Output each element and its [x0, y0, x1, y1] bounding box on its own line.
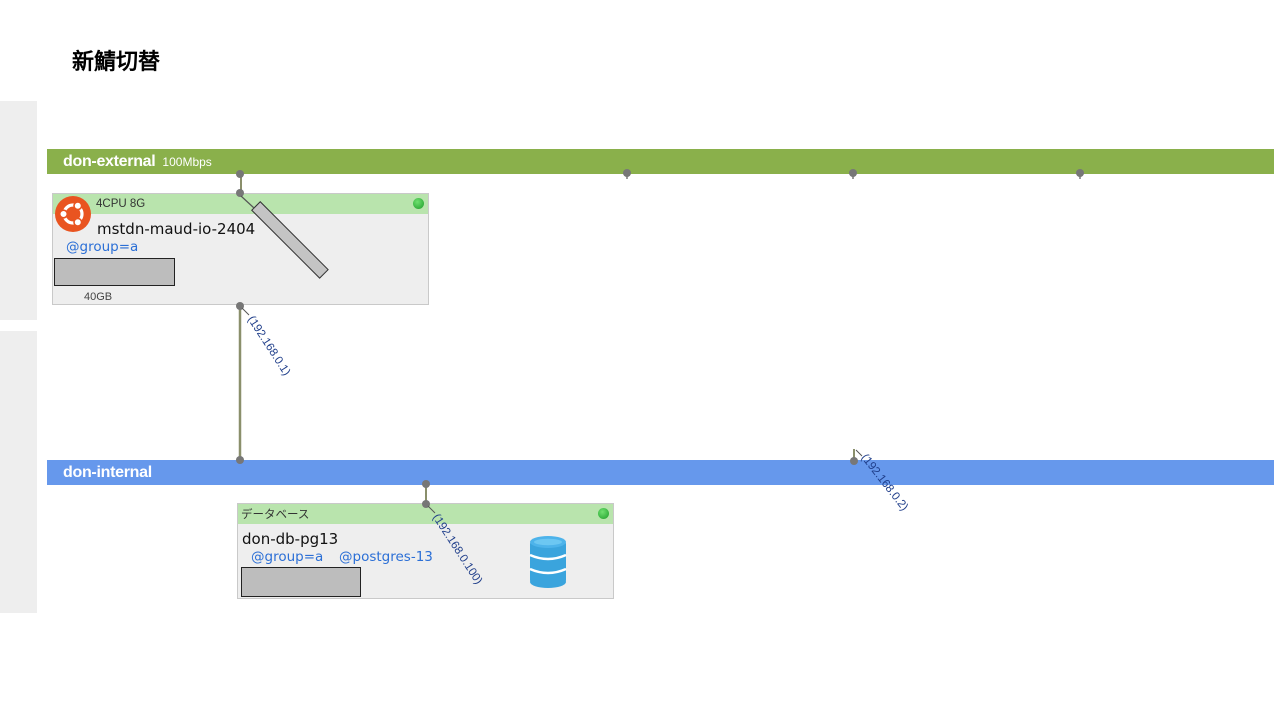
server-header-db: データベース	[238, 504, 613, 524]
network-name-internal: don-internal	[63, 463, 152, 481]
ip-leader	[427, 505, 436, 514]
side-panel-top	[0, 101, 37, 320]
server-name[interactable]: mstdn-maud-io-2404	[97, 220, 256, 238]
ubuntu-icon	[54, 195, 92, 233]
server-spec: 4CPU 8G	[96, 198, 146, 210]
server-node-db[interactable]: データベース don-db-pg13 @group=a @postgres-13	[237, 503, 614, 599]
port	[849, 169, 857, 177]
disk-size: 40GB	[84, 291, 113, 303]
link-bar	[251, 201, 329, 279]
server-header-web: 4CPU 8G	[53, 194, 428, 214]
ip-leader	[855, 449, 863, 457]
network-name-external: don-external	[63, 152, 156, 170]
port	[1076, 169, 1084, 177]
server-name[interactable]: don-db-pg13	[242, 530, 339, 548]
ip-leader	[241, 307, 250, 316]
network-bar-external[interactable]: don-external 100Mbps	[47, 149, 1274, 174]
network-bar-internal[interactable]: don-internal	[47, 460, 1274, 485]
server-label: データベース	[241, 509, 310, 521]
port	[236, 456, 244, 464]
network-bandwidth: 100Mbps	[162, 154, 212, 169]
port	[623, 169, 631, 177]
status-running-icon	[598, 508, 609, 519]
tag-group[interactable]: @group=a	[251, 549, 324, 565]
port	[850, 457, 858, 465]
redacted-block	[241, 567, 361, 597]
port	[236, 189, 244, 197]
status-running-icon	[413, 198, 424, 209]
redacted-block	[54, 258, 175, 286]
side-panel-bottom	[0, 331, 37, 613]
connector-line	[240, 195, 255, 209]
port	[422, 480, 430, 488]
page-title: 新鯖切替	[72, 50, 161, 75]
port	[236, 170, 244, 178]
server-node-web[interactable]: 4CPU 8G mstdn-maud-io-2404 @group=a 40GB	[52, 193, 429, 305]
tag-group[interactable]: @group=a	[66, 239, 139, 255]
database-icon	[529, 535, 569, 589]
tag-postgres[interactable]: @postgres-13	[339, 549, 433, 565]
